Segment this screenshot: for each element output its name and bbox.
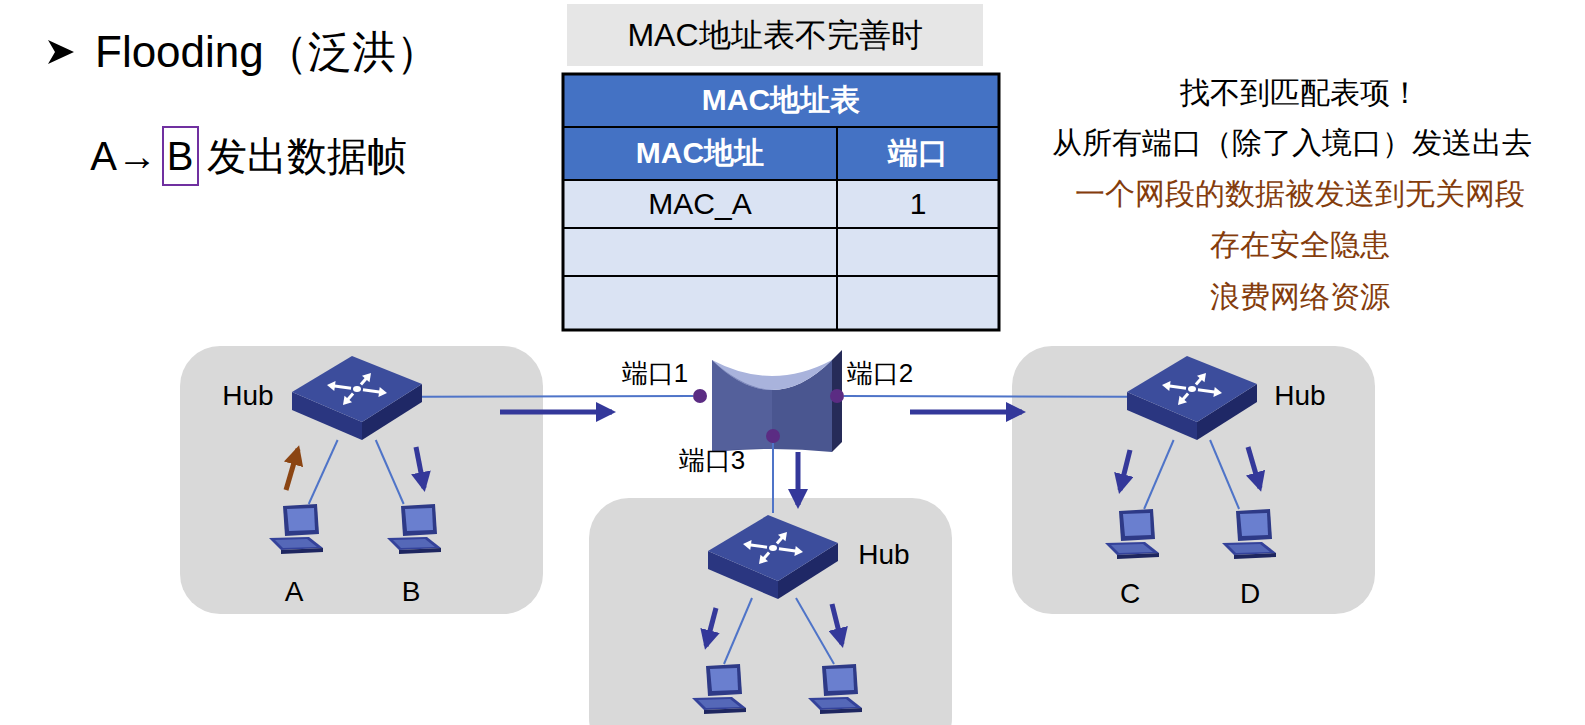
note-text: 存在安全隐患 <box>1210 228 1390 263</box>
caption-box: MAC地址表不完善时 <box>567 4 983 66</box>
node-text: MAC地址表不完善时 <box>627 17 922 54</box>
device-label: Hub <box>222 380 273 412</box>
table-header: MAC地址表 <box>702 83 860 118</box>
segment-region <box>589 498 952 725</box>
pc-icon <box>267 504 327 556</box>
flow-arrows <box>286 412 1260 646</box>
segment-region <box>180 346 543 614</box>
device-label: 端口3 <box>679 446 745 476</box>
network-link <box>422 395 693 398</box>
host-pc: C <box>1103 509 1163 561</box>
host-pc: A <box>267 504 327 556</box>
hub-icon <box>708 513 838 599</box>
device-label: Hub <box>858 539 909 571</box>
device-label: Hub <box>1274 380 1325 412</box>
note-text: 浪费网络资源 <box>1210 280 1390 315</box>
switch-port: 端口2 <box>830 389 844 403</box>
table-header: MAC地址 <box>636 136 764 171</box>
hub-device: Hub <box>1127 354 1257 440</box>
pc-icon <box>385 504 445 556</box>
slide-title: Flooding（泛洪） <box>95 27 440 78</box>
switch-port: 端口1 <box>693 389 707 403</box>
note-text: 从所有端口（除了入境口）发送出去 <box>1052 126 1532 161</box>
device-label: 端口1 <box>622 359 688 389</box>
sentence-text: A→ <box>90 133 157 179</box>
node-text: B <box>167 133 194 179</box>
host-pc <box>692 598 862 714</box>
host-pc: D <box>1220 509 1280 561</box>
pc-icon <box>1103 509 1163 561</box>
switch-port: 端口3 <box>766 429 780 443</box>
table-header: 端口 <box>888 136 948 171</box>
network-link <box>772 443 774 513</box>
switch-icon <box>712 350 842 452</box>
hub-icon <box>1127 354 1257 440</box>
network-link <box>1144 440 1174 509</box>
mac-table <box>563 74 999 330</box>
device-label: C <box>1120 578 1140 610</box>
device-label: A <box>285 576 304 608</box>
device-label: 端口2 <box>847 359 913 389</box>
sentence-text: 发出数据帧 <box>207 133 407 179</box>
network-link <box>376 440 404 504</box>
hub-device: Hub <box>292 354 422 440</box>
segment-region <box>1012 346 1375 614</box>
hub-device: Hub <box>708 513 838 599</box>
network-link <box>1210 440 1239 509</box>
table-cell: 1 <box>910 187 927 222</box>
hub-icon <box>292 354 422 440</box>
device-label: D <box>1240 578 1260 610</box>
network-link <box>844 395 1127 398</box>
host-pc: B <box>385 504 445 556</box>
bullet-arrow <box>48 40 74 64</box>
device-label: B <box>402 576 421 608</box>
note-text: 一个网段的数据被发送到无关网段 <box>1075 177 1525 212</box>
note-text: 找不到匹配表项！ <box>1180 76 1420 111</box>
table-cell: MAC_A <box>648 187 751 222</box>
pc-icon <box>1220 509 1280 561</box>
highlight-box: B <box>162 126 199 186</box>
network-link <box>309 440 338 504</box>
